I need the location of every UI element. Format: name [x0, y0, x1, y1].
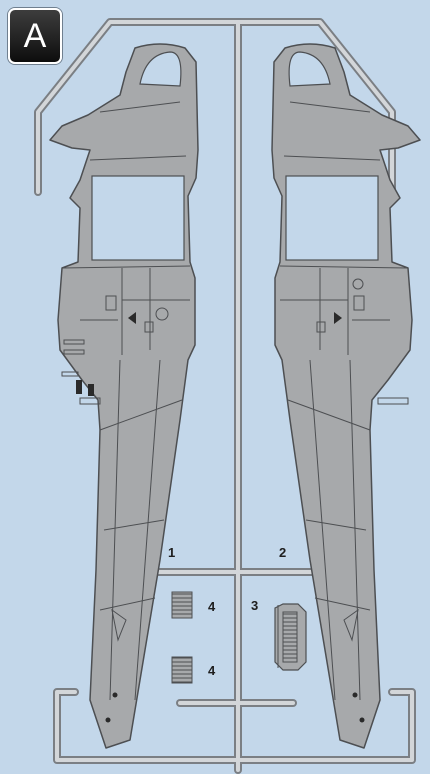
fuselage-half-left [49, 43, 199, 749]
part-3 [274, 603, 307, 671]
fuselage-right-cockpit-window [288, 51, 331, 87]
fuselage-right-side-opening [285, 175, 379, 261]
part-number-4-upper: 4 [208, 599, 216, 614]
part-number-4-lower: 4 [208, 663, 216, 678]
fuselage-half-right [271, 43, 421, 749]
part-number-3: 3 [251, 598, 259, 613]
fuselage-left-outline [49, 43, 199, 749]
fuselage-left-cockpit-window [139, 51, 182, 87]
sprue-letter-badge: A [8, 8, 62, 64]
part-number-1: 1 [168, 545, 176, 560]
part-4-lower [171, 656, 193, 684]
fuselage-left-side-opening [91, 175, 185, 261]
part-4-upper [171, 591, 193, 619]
part-number-2: 2 [279, 545, 287, 560]
